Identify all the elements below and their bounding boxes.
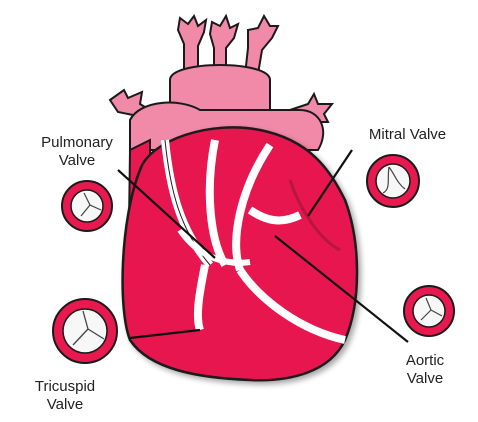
aortic-valve-label: Aortic Valve	[385, 352, 465, 388]
pulmonary-valve-label: Pulmonary Valve	[12, 134, 142, 170]
tricuspid-label-line1: Tricuspid	[10, 378, 120, 396]
heart-body	[123, 127, 357, 380]
mitral-valve-icon	[367, 155, 419, 207]
aortic-label-line2: Valve	[385, 370, 465, 388]
mitral-label-line1: Mitral Valve	[345, 126, 470, 144]
tricuspid-valve-label: Tricuspid Valve	[10, 378, 120, 414]
aortic-label-line1: Aortic	[385, 352, 465, 370]
mitral-valve-label: Mitral Valve	[345, 126, 470, 144]
tricuspid-label-line2: Valve	[10, 396, 120, 414]
pulmonary-valve-icon	[62, 181, 112, 231]
aortic-valve-icon	[404, 286, 454, 336]
pulmonary-label-line1: Pulmonary	[12, 134, 142, 152]
tricuspid-valve-icon	[53, 299, 117, 363]
pulmonary-label-line2: Valve	[12, 152, 142, 170]
